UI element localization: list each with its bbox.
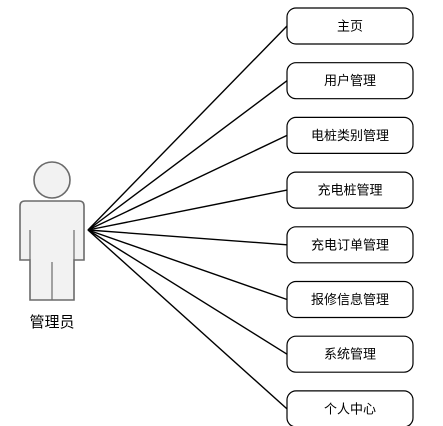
use-case-label: 充电桩管理 (317, 183, 382, 199)
use-case-box (286, 280, 414, 319)
actor-figure (19, 161, 85, 301)
association-line (87, 229, 288, 246)
actor-head (33, 161, 71, 199)
use-case-node: 用户管理 (286, 62, 414, 100)
association-line (87, 229, 288, 301)
use-case-label: 充电订单管理 (311, 237, 389, 253)
use-case-box (286, 7, 414, 45)
use-case-node: 报修信息管理 (286, 280, 414, 319)
association-line (87, 134, 288, 231)
use-case-box (286, 335, 414, 373)
actor-label: 管理员 (29, 313, 74, 331)
use-case-node: 个人中心 (286, 390, 414, 426)
association-line (87, 229, 288, 355)
use-case-label: 报修信息管理 (311, 292, 389, 308)
use-case-label: 用户管理 (324, 73, 376, 89)
use-case-box (286, 116, 414, 155)
use-case-label: 电桩类别管理 (311, 129, 389, 144)
association-line (87, 80, 288, 231)
actor-body (19, 200, 85, 301)
use-case-box (286, 390, 414, 426)
association-line (87, 229, 288, 410)
use-case-label: 系统管理 (324, 348, 376, 363)
use-case-node: 充电桩管理 (286, 171, 414, 209)
use-case-node: 系统管理 (286, 335, 414, 373)
use-case-label: 主页 (337, 20, 363, 35)
association-line (87, 189, 288, 231)
use-case-box (286, 171, 414, 209)
use-case-node: 充电订单管理 (286, 226, 414, 264)
use-case-label: 个人中心 (324, 402, 376, 417)
use-case-node: 电桩类别管理 (286, 116, 414, 155)
use-case-node: 主页 (286, 7, 414, 45)
use-case-box (286, 62, 414, 100)
association-lines (87, 25, 288, 410)
use-case-box (286, 226, 414, 264)
association-line (87, 25, 288, 231)
